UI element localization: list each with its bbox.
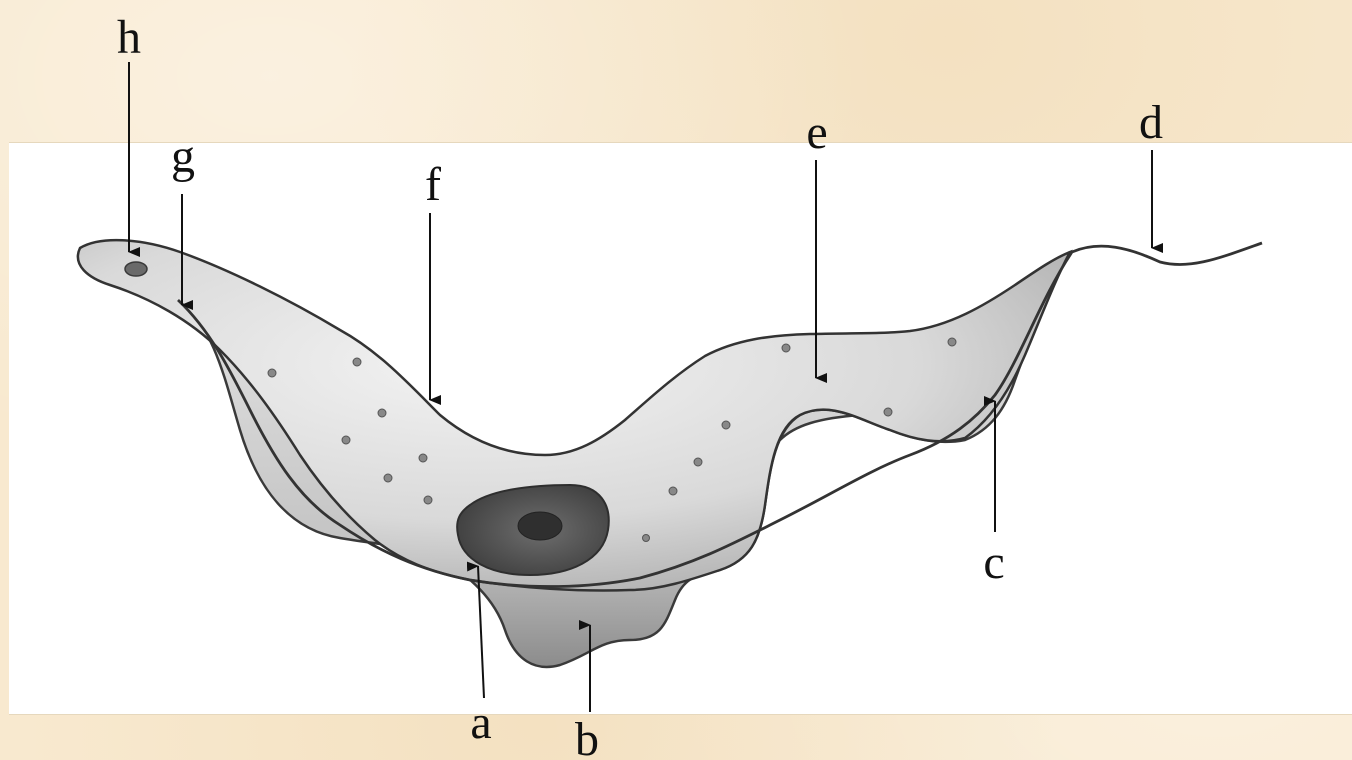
label-d: d <box>1139 96 1163 149</box>
label-g: g <box>171 130 195 183</box>
kinetoplast <box>125 262 147 276</box>
nucleolus <box>518 512 562 540</box>
label-c: c <box>983 536 1004 589</box>
label-a: a <box>470 696 491 749</box>
label-f: f <box>425 158 441 211</box>
label-e: e <box>806 106 827 159</box>
label-h: h <box>117 11 141 64</box>
label-b: b <box>575 713 599 760</box>
